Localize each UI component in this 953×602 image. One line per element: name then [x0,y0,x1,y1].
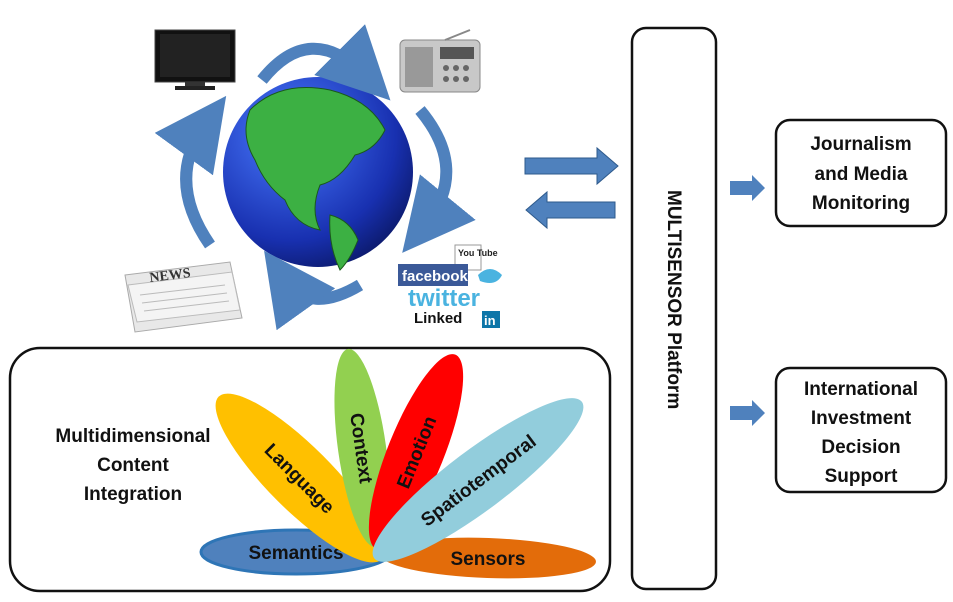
integration-box: Multidimensional Content Integration Sem… [8,346,612,593]
twitter-logo: twitter [408,285,480,312]
platform-box: MULTISENSOR Platform [630,26,718,591]
twitter-bird-icon [478,269,502,283]
output-line: Journalism [810,134,911,155]
integration-title: Content [97,455,169,476]
linkedin-logo: Linked [414,310,462,327]
output-line: Support [825,466,898,487]
petal-label: Semantics [248,543,343,564]
arrow-right-icon [730,400,765,426]
petal-shape [380,537,596,579]
social-media-logos: You Tube facebook twitter Linked in [398,244,502,328]
petal-label: Sensors [451,549,526,570]
newspaper-masthead: NEWS [149,266,192,286]
globe-icon [223,77,413,271]
youtube-logo: You Tube [458,248,498,258]
arrow-right-icon [524,146,619,186]
output-journalism: Journalism and Media Monitoring [774,118,948,228]
petal-shape [372,398,584,562]
facebook-logo: facebook [402,268,469,285]
petal-shape [368,354,464,550]
output-line: Decision [821,437,900,458]
platform-label: MULTISENSOR Platform [663,190,684,409]
arrow-left-icon [525,190,616,230]
petal-sensors: Sensors [380,537,596,579]
arrow-right-icon [730,175,765,201]
output-line: International [804,379,918,400]
media-cycle-arrows [154,24,476,331]
radio-icon [399,29,481,93]
output-line: Monitoring [812,193,910,214]
output-investment: International Investment Decision Suppor… [774,366,948,494]
integration-title: Integration [84,484,182,505]
integration-title: Multidimensional [55,426,210,447]
linkedin-in: in [484,313,496,328]
tv-icon [154,29,236,90]
newspaper-icon: NEWS [124,261,243,333]
output-line: Investment [811,408,912,429]
output-line: and Media [815,164,908,185]
petal-shape [215,393,385,563]
